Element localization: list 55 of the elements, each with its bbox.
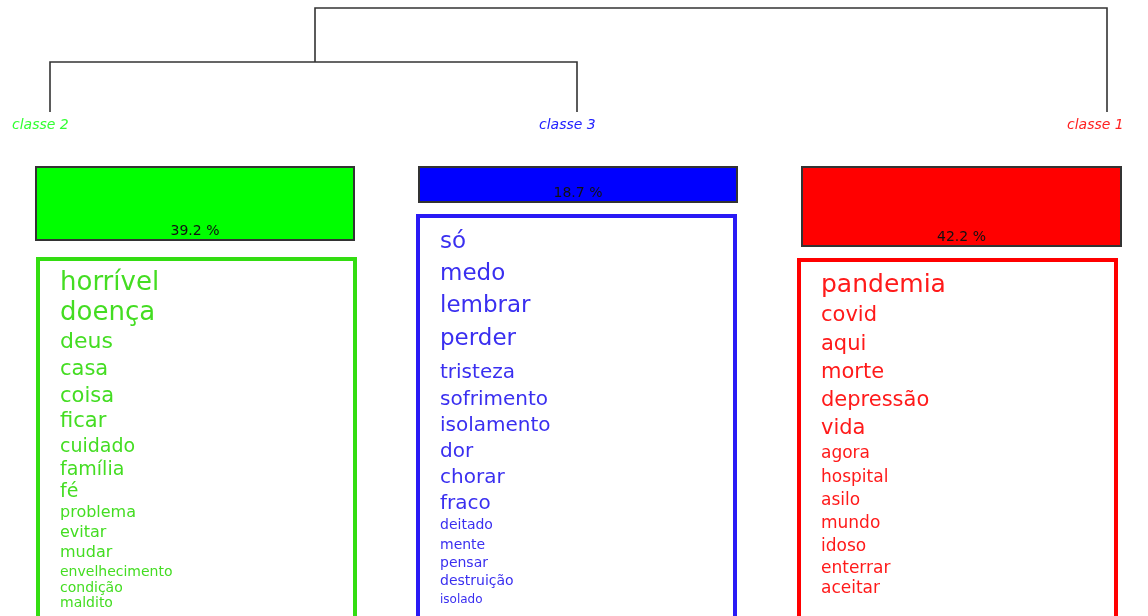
word-label: vida [821,417,866,438]
word-label: idoso [821,537,867,554]
class-label: classe 2 [12,116,69,132]
word-label: chorar [440,466,505,486]
word-label: problema [60,504,136,520]
word-label: mudar [60,544,113,560]
word-label: pandemia [821,271,946,296]
word-label: fé [60,481,79,500]
word-label: sofrimento [440,388,549,408]
word-label: deitado [440,517,493,531]
class-label: classe 3 [539,116,596,132]
word-label: lembrar [440,293,531,316]
word-label: mente [440,537,486,551]
word-list-box [416,214,737,616]
word-label: só [440,229,467,252]
word-label: medo [440,261,506,284]
word-label: isolamento [440,414,551,434]
word-label: mundo [821,514,881,531]
word-label: hospital [821,468,889,485]
class-label: classe 1 [1067,116,1124,132]
word-label: aqui [821,333,867,354]
word-label: envelhecimento [60,564,173,578]
word-label: doença [60,298,156,324]
word-label: família [60,459,125,478]
word-label: maldito [60,595,113,609]
word-label: destruição [440,573,514,587]
word-label: casa [60,358,109,379]
word-label: agora [821,444,871,461]
word-label: perder [440,326,516,349]
word-label: dor [440,440,474,460]
word-list-box [36,257,357,616]
word-label: tristeza [440,361,515,381]
class-bar [35,166,355,241]
word-label: cuidado [60,436,136,455]
word-label: asilo [821,491,861,508]
word-label: deus [60,330,113,352]
word-label: evitar [60,524,107,540]
percentage-label: 39.2 % [169,223,221,237]
word-label: morte [821,361,885,382]
word-label: pensar [440,555,488,569]
class-bar [418,166,738,203]
word-label: condição [60,580,123,594]
word-label: coisa [60,385,115,406]
word-label: isolado [440,593,483,605]
word-list-box [797,258,1118,616]
word-label: enterrar [821,559,891,576]
word-label: horrível [60,268,160,294]
class-bar [801,166,1122,247]
word-label: fraco [440,492,491,512]
percentage-label: 18.7 % [552,185,604,199]
word-label: aceitar [821,579,881,596]
percentage-label: 42.2 % [936,229,987,243]
word-label: covid [821,304,877,325]
word-label: depressão [821,389,930,410]
word-label: ficar [60,410,107,431]
